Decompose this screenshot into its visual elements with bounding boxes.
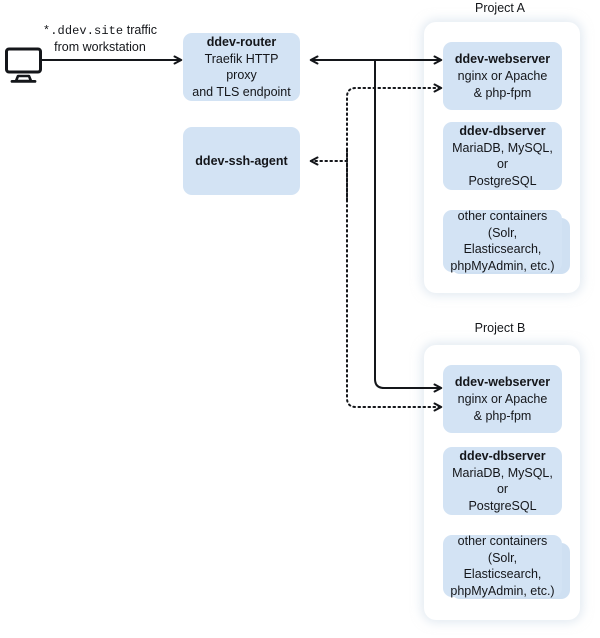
project-a-other-line3: phpMyAdmin, etc.) — [450, 258, 555, 273]
project-a-webserver-title: ddev-webserver — [454, 52, 551, 66]
ddev-router-title: ddev-router — [206, 34, 277, 49]
ddev-ssh-agent-card[interactable]: ddev-ssh-agent — [183, 127, 300, 195]
project-a-webserver-line2: & php-fpm — [473, 85, 532, 100]
project-b-other-containers-card[interactable]: other containers (Solr, Elasticsearch, p… — [443, 534, 562, 598]
project-b-ddev-dbserver-card[interactable]: ddev-dbserver MariaDB, MySQL, or Postgre… — [443, 447, 562, 515]
from-workstation-text: from workstation — [54, 40, 146, 54]
ddev-router-card[interactable]: ddev-router Traefik HTTP proxy and TLS e… — [183, 33, 300, 101]
project-b-dbserver-line2: PostgreSQL — [468, 498, 537, 513]
project-b-other-line1: other containers — [457, 534, 548, 548]
project-a-webserver-line1: nginx or Apache — [457, 69, 548, 83]
ddev-ssh-agent-title: ddev-ssh-agent — [195, 153, 288, 168]
project-b-ddev-webserver-card[interactable]: ddev-webserver nginx or Apache & php-fpm — [443, 365, 562, 433]
project-a-dbserver-title: ddev-dbserver — [459, 123, 546, 138]
project-b-title: Project B — [474, 321, 526, 335]
project-a-other-containers-card[interactable]: other containers (Solr, Elasticsearch, p… — [443, 209, 562, 273]
project-b-other-line3: phpMyAdmin, etc.) — [450, 583, 555, 598]
project-b-dbserver-line1: MariaDB, MySQL, or — [452, 465, 553, 497]
project-a-other-line2: (Solr, Elasticsearch, — [463, 225, 542, 257]
project-b-webserver-line1: nginx or Apache — [457, 392, 548, 406]
project-a-ddev-dbserver-card[interactable]: ddev-dbserver MariaDB, MySQL, or Postgre… — [443, 122, 562, 190]
project-b-dbserver-title: ddev-dbserver — [459, 448, 546, 463]
ddev-router-line1: Traefik HTTP proxy — [204, 51, 279, 83]
project-a-title: Project A — [474, 1, 526, 15]
project-a-dbserver-line1: MariaDB, MySQL, or — [452, 140, 553, 172]
traffic-text: traffic — [123, 23, 158, 37]
project-a-ddev-webserver-card[interactable]: ddev-webserver nginx or Apache & php-fpm — [443, 42, 562, 110]
ddev-site-wildcard-text: *.ddev.site — [42, 24, 124, 38]
ddev-router-line2: and TLS endpoint — [192, 84, 291, 99]
desktop-monitor-icon — [5, 47, 42, 83]
project-a-dbserver-line2: PostgreSQL — [468, 173, 537, 188]
project-b-webserver-line2: & php-fpm — [473, 408, 532, 423]
project-b-webserver-title: ddev-webserver — [454, 375, 551, 389]
workstation-traffic-label: *.ddev.site traffic from workstation — [20, 22, 180, 55]
project-a-other-line1: other containers — [457, 209, 548, 223]
project-b-other-line2: (Solr, Elasticsearch, — [463, 550, 542, 582]
